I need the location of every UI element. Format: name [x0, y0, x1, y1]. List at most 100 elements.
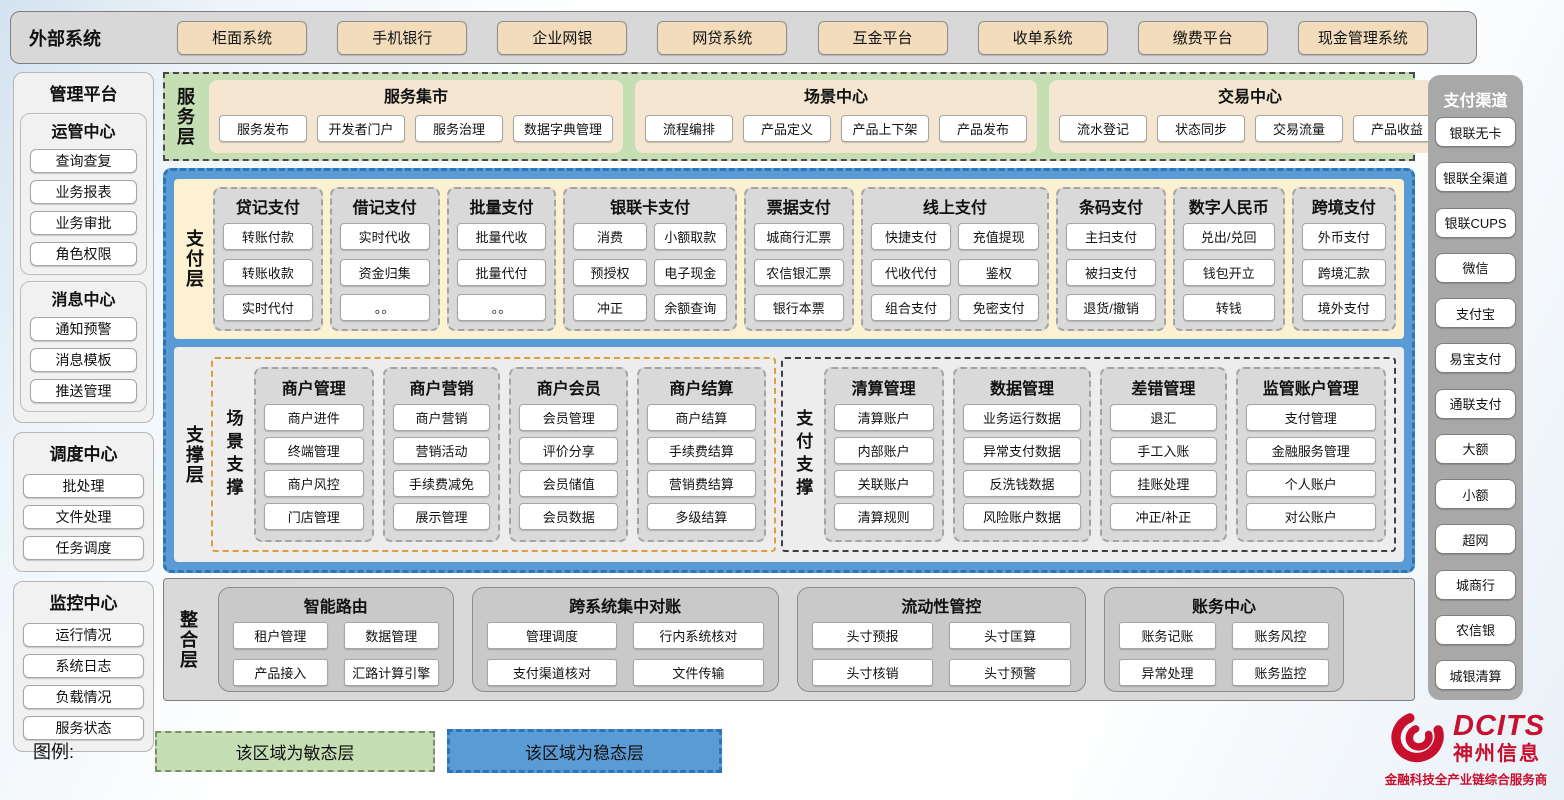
support-item-box: 商户营销 — [392, 404, 491, 431]
payment-column-credit: 贷记支付 转账付款转账收款实时代付 — [213, 187, 323, 331]
payment-support-zone: 支付支撑 清算管理 清算账户内部账户关联账户清算规则 数据管理 业务运行数据异常… — [780, 357, 1396, 552]
management-group-scheduling: 调度中心 批处理文件处理任务调度 — [13, 432, 154, 572]
payment-item-box: 预授权 — [573, 258, 647, 286]
module-title: 智能路由 — [303, 599, 368, 616]
group-title: 监控中心 — [49, 594, 118, 613]
column-items: 兑出/兑回钱包开立转钱 — [1181, 222, 1277, 323]
dcits-logo: DCITS 神州信息 金融科技全产业链综合服务商 — [1374, 710, 1558, 788]
support-column-regulatory-account: 监管账户管理 支付管理金融服务管理个人账户对公账户 — [1235, 367, 1386, 542]
service-item-box: 交易流量 — [1255, 115, 1344, 142]
service-item-box: 服务发布 — [219, 115, 307, 142]
support-column-data-mgmt: 数据管理 业务运行数据异常支付数据反洗钱数据风险账户数据 — [952, 367, 1092, 542]
column-title: 银联卡支付 — [610, 200, 691, 217]
module-title: 跨系统集中对账 — [569, 599, 682, 616]
support-item-box: 展示管理 — [392, 503, 491, 530]
column-title: 贷记支付 — [235, 200, 300, 217]
support-item-box: 退汇 — [1110, 404, 1217, 431]
payment-item-box: 免密支付 — [958, 294, 1040, 321]
center-items: 流水登记状态同步交易流量产品收益 — [1059, 111, 1442, 146]
column-title: 跨境支付 — [1311, 200, 1376, 217]
external-system-box: 现金管理系统 — [1297, 20, 1428, 55]
support-item-box: 冲正/补正 — [1110, 503, 1217, 530]
payment-item-box: 充值提现 — [958, 223, 1040, 250]
payment-item-box: 冲正 — [573, 294, 647, 321]
external-system-box: 企业网银 — [497, 20, 628, 55]
channel-box: 大额 — [1435, 433, 1516, 464]
payment-column-debit: 借记支付 实时代收资金归集。。 — [329, 187, 440, 331]
payment-column-batch: 批量支付 批量代收批量代付。。 — [446, 187, 557, 331]
service-layer-label: 服务层 — [175, 86, 195, 147]
payment-item-box: 境外支付 — [1301, 294, 1386, 321]
payment-item-box: 实时代付 — [223, 294, 313, 321]
service-item-box: 流水登记 — [1059, 115, 1148, 142]
integration-item-box: 行内系统核对 — [633, 622, 764, 649]
module-items: 管理调度行内系统核对支付渠道核对文件传输 — [486, 622, 764, 686]
integration-item-box: 文件传输 — [633, 659, 764, 686]
column-items: 商户营销营销活动手续费减免展示管理 — [392, 403, 492, 533]
external-systems-label: 外部系统 — [29, 28, 101, 49]
management-item-box: 通知预警 — [30, 317, 137, 341]
column-title: 票据支付 — [766, 200, 831, 217]
group-items: 运行情况系统日志负载情况服务状态 — [14, 623, 153, 740]
service-item-box: 开发者门户 — [317, 115, 405, 142]
payment-item-box: 跨境汇款 — [1301, 258, 1386, 286]
service-item-box: 流程编排 — [645, 115, 734, 142]
payment-layer: 支付层 贷记支付 转账付款转账收款实时代付 借记支付 实时代收资金归集。。 批量… — [174, 179, 1404, 339]
external-systems-bar: 外部系统 柜面系统手机银行企业网银网贷系统互金平台收单系统缴费平台现金管理系统 — [10, 11, 1477, 64]
support-layer-label: 支撑层 — [184, 424, 204, 485]
payment-column-barcode: 条码支付 主扫支付被扫支付退货/撤销 — [1056, 187, 1166, 331]
channel-box: 银联无卡 — [1435, 117, 1516, 147]
center-title: 场景中心 — [804, 89, 869, 106]
payment-item-box: 转账付款 — [223, 223, 313, 250]
support-item-box: 业务运行数据 — [962, 404, 1082, 431]
group-title: 消息中心 — [51, 292, 116, 309]
payment-item-box: 余额查询 — [653, 294, 727, 321]
support-item-box: 评价分享 — [519, 437, 619, 464]
channel-box: 城银清算 — [1435, 660, 1516, 690]
support-item-box: 商户结算 — [647, 404, 756, 431]
service-item-box: 数据字典管理 — [513, 115, 614, 142]
integration-item-box: 异常处理 — [1118, 659, 1216, 686]
management-item-box: 系统日志 — [23, 654, 144, 678]
support-item-box: 营销活动 — [392, 437, 491, 464]
support-item-box: 会员储值 — [519, 470, 619, 497]
management-group-messages: 消息中心 通知预警消息模板推送管理 — [20, 281, 147, 412]
payment-column-unionpay-card: 银联卡支付 消费小额取款预授权电子现金冲正余额查询 — [563, 187, 737, 331]
integration-item-box: 管理调度 — [486, 622, 618, 649]
payment-item-box: 。。 — [456, 294, 547, 321]
payment-column-online: 线上支付 快捷支付充值提现代收代付鉴权组合支付免密支付 — [860, 187, 1050, 331]
management-item-box: 业务报表 — [30, 180, 137, 204]
integration-item-box: 头寸核销 — [811, 659, 934, 686]
support-item-box: 异常支付数据 — [962, 437, 1082, 464]
external-system-box: 收单系统 — [977, 20, 1108, 55]
support-item-box: 手续费结算 — [647, 437, 756, 464]
column-title: 借记支付 — [352, 200, 417, 217]
integration-item-box: 账务监控 — [1231, 659, 1329, 686]
column-title: 条码支付 — [1079, 200, 1144, 217]
column-items: 商户结算手续费结算营销费结算多级结算 — [646, 403, 757, 533]
column-items: 主扫支付被扫支付退货/撤销 — [1064, 222, 1158, 323]
legend-agile-box: 该区域为敏态层 — [155, 731, 435, 772]
payment-item-box: 。。 — [339, 294, 430, 321]
integration-item-box: 头寸匡算 — [949, 622, 1071, 649]
external-system-box: 互金平台 — [817, 20, 948, 55]
support-item-box: 手工入账 — [1110, 437, 1217, 464]
column-items: 实时代收资金归集。。 — [338, 222, 432, 323]
column-items: 会员管理评价分享会员储值会员数据 — [518, 403, 619, 533]
management-item-box: 服务状态 — [23, 716, 144, 740]
integration-item-box: 账务风控 — [1231, 622, 1329, 649]
service-item-box: 状态同步 — [1157, 115, 1246, 142]
payment-layer-label: 支付层 — [184, 229, 204, 289]
integration-item-box: 头寸预警 — [949, 659, 1071, 686]
payment-item-box: 被扫支付 — [1066, 258, 1156, 286]
management-group-operations: 运管中心 查询查复业务报表业务审批角色权限 — [20, 113, 147, 275]
column-items: 快捷支付充值提现代收代付鉴权组合支付免密支付 — [869, 222, 1042, 323]
management-item-box: 负载情况 — [23, 685, 144, 709]
column-title: 清算管理 — [851, 381, 916, 398]
integration-item-box: 产品接入 — [233, 659, 328, 686]
support-item-box: 商户进件 — [264, 404, 364, 431]
support-item-box: 内部账户 — [833, 437, 934, 464]
center-title: 交易中心 — [1218, 89, 1283, 106]
payment-item-box: 快捷支付 — [870, 223, 952, 250]
column-items: 退汇手工入账挂账处理冲正/补正 — [1109, 403, 1217, 533]
